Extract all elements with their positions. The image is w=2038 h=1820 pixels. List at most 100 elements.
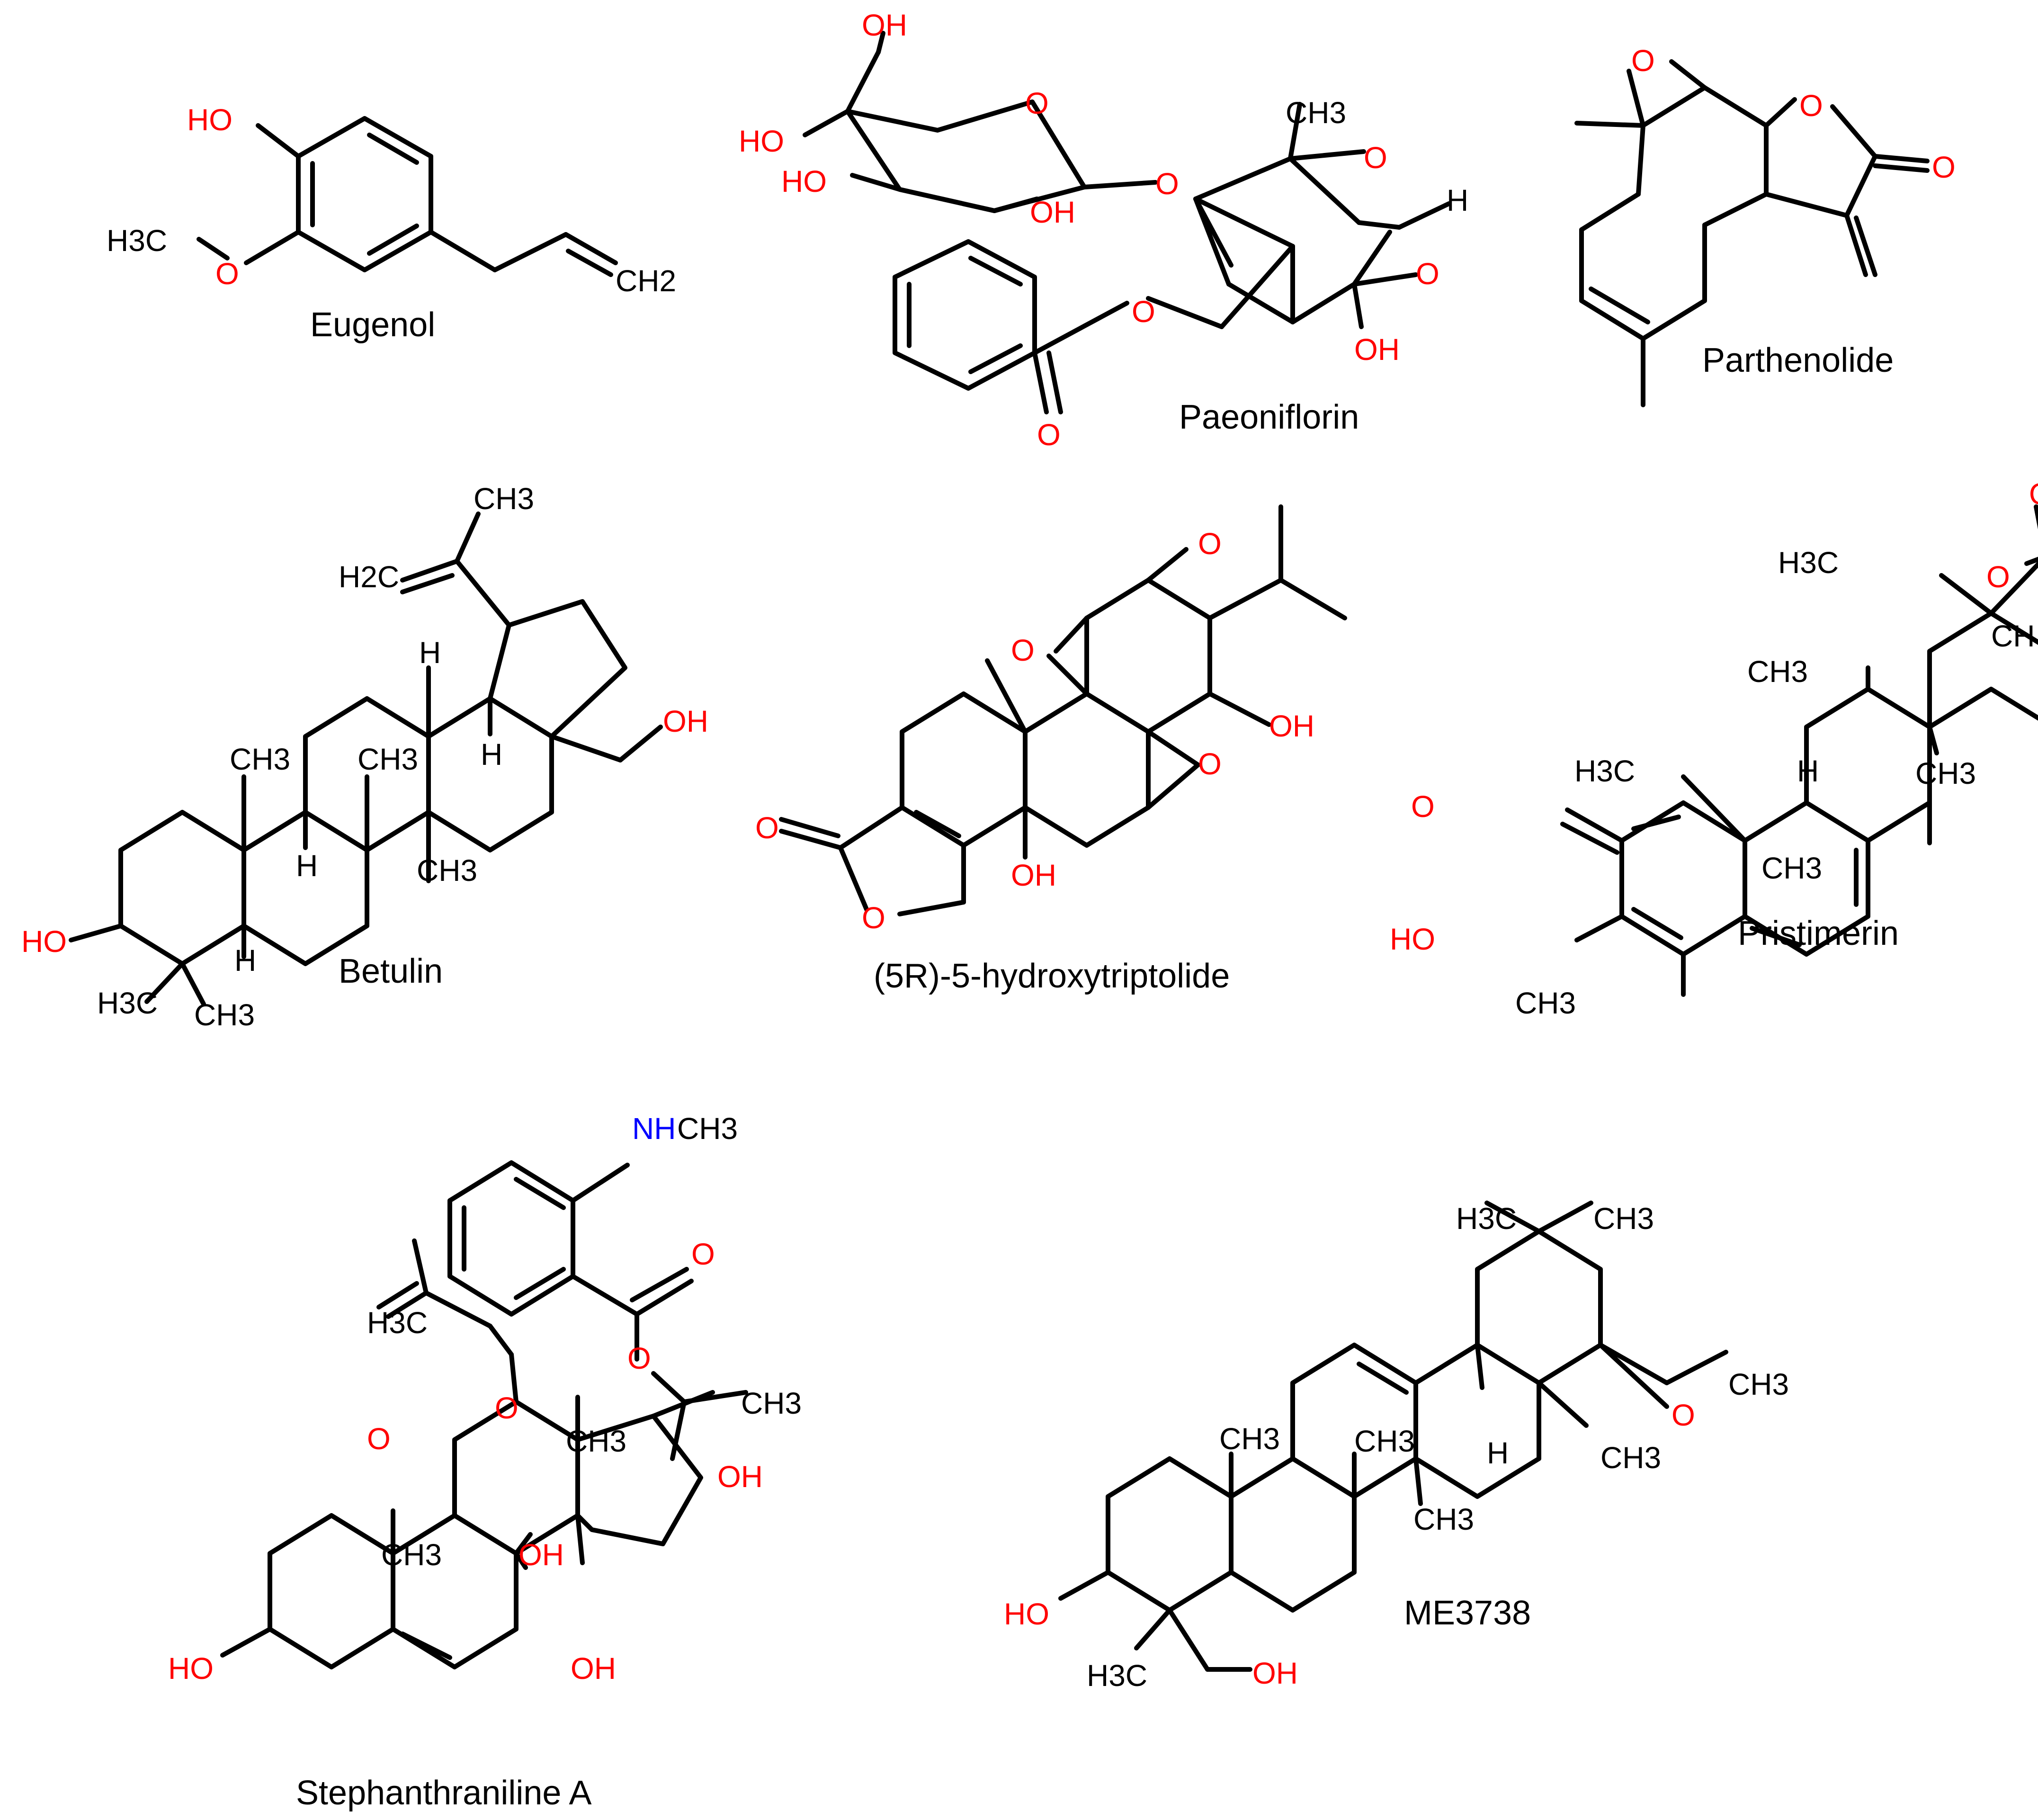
paeoniflorin-bonds <box>803 31 1451 414</box>
me3738-label-h3c-a: H3C <box>1456 1201 1517 1236</box>
parthenolide-label-o-epox: O <box>1631 44 1655 78</box>
me3738-label-h3c-b: H3C <box>1087 1659 1147 1693</box>
stephanthraniline-bonds <box>220 1160 748 1669</box>
pristimerin-name: Pristimerin <box>1738 914 1899 952</box>
paeoniflorin-label-o-carb: O <box>1037 418 1061 452</box>
betulin-structure: CH3 H2C H H OH CH3 CH3 CH3 H H HO H3C CH… <box>21 482 708 1032</box>
pristimerin-label-ch: CH <box>1991 619 2035 653</box>
hydroxytriptolide-label-oh-b: OH <box>1011 858 1056 892</box>
hydroxytriptolide-label-o-right: O <box>1198 747 1222 781</box>
me3738-label-ch3-d: CH3 <box>1600 1441 1661 1475</box>
betulin-label-h-c: H <box>296 849 318 883</box>
stephanthraniline-label-ch3-a: CH3 <box>741 1386 802 1420</box>
paeoniflorin-label-o-link: O <box>1155 167 1179 201</box>
eugenol-label-ch2: CH2 <box>616 264 676 298</box>
paeoniflorin-name: Paeoniflorin <box>1179 398 1359 436</box>
pristimerin-label-ch3-d: CH3 <box>1515 986 1576 1020</box>
pristimerin-label-ch3-b: CH3 <box>1915 756 1976 790</box>
paeoniflorin-label-h: H <box>1447 183 1468 217</box>
betulin-label-ch3-b: CH3 <box>358 742 418 776</box>
betulin-label-h3c: H3C <box>97 986 158 1020</box>
hydroxytriptolide-label-o-ring: O <box>862 901 885 935</box>
pristimerin-label-o-ester: O <box>1986 560 2010 594</box>
pristimerin-label-ho: HO <box>1390 922 1435 956</box>
betulin-label-ch3-c: CH3 <box>417 853 477 888</box>
stephanthraniline-label-nh: NH <box>632 1112 676 1146</box>
eugenol-label-h3c: H3C <box>107 224 167 258</box>
parthenolide-label-o-carb: O <box>1932 150 1956 184</box>
betulin-label-ch3-top: CH3 <box>474 482 534 516</box>
paeoniflorin-label-ho-a: HO <box>739 124 784 158</box>
pristimerin-label-h3c-a: H3C <box>1778 546 1839 580</box>
hydroxytriptolide-label-o-left: O <box>1011 633 1035 667</box>
betulin-label-ch3-a: CH3 <box>230 742 290 776</box>
paeoniflorin-label-ho-b: HO <box>781 164 827 198</box>
paeoniflorin-label-oh-d: OH <box>1354 332 1400 367</box>
paeoniflorin-structure: OH HO HO OH O O CH3 O H O OH O O Paeonif… <box>739 8 1468 452</box>
hydroxytriptolide-name: (5R)-5-hydroxytriptolide <box>874 957 1230 995</box>
paeoniflorin-label-oh-c: OH <box>1030 195 1075 229</box>
me3738-label-h: H <box>1487 1436 1509 1470</box>
betulin-label-ch3-d: CH3 <box>194 998 255 1032</box>
paeoniflorin-label-ch3: CH3 <box>1286 96 1346 130</box>
stephanthraniline-label-ch3-n: CH3 <box>677 1112 738 1146</box>
stephanthraniline-label-o-ester: O <box>627 1341 651 1375</box>
betulin-label-h-b: H <box>481 737 502 771</box>
parthenolide-structure: O O O Parthenolide <box>1574 44 1956 407</box>
hydroxytriptolide-structure: O O OH O O OH O (5R)-5-hydroxytriptolide <box>755 504 1347 995</box>
pristimerin-label-o-ketone: O <box>1411 789 1435 824</box>
stephanthraniline-name: Stephanthraniline A <box>296 1774 591 1812</box>
stephanthraniline-label-oh-c: OH <box>571 1651 616 1686</box>
me3738-structure: H3C CH3 O CH3 CH3 CH3 H CH3 CH3 HO H3C O… <box>1004 1201 1789 1693</box>
me3738-label-ch3-e: CH3 <box>1413 1502 1474 1536</box>
pristimerin-label-h: H <box>1797 754 1819 788</box>
eugenol-label-ho: HO <box>187 103 232 137</box>
pristimerin-structure: O O CH H3C CH3 H3C H CH3 O CH3 HO CH3 Pr… <box>1390 477 2038 1020</box>
paeoniflorin-label-o-b2: O <box>1416 257 1439 291</box>
me3738-label-o-meo: O <box>1672 1398 1695 1432</box>
betulin-label-h-a: H <box>419 636 441 670</box>
eugenol-name: Eugenol <box>310 306 435 344</box>
pristimerin-label-ch3-c: CH3 <box>1761 851 1822 885</box>
stephanthraniline-label-o-ac: O <box>367 1422 391 1456</box>
betulin-label-ho: HO <box>21 924 67 959</box>
paeoniflorin-label-o-ring: O <box>1025 86 1049 120</box>
eugenol-structure: HO H3C O CH2 Eugenol <box>107 103 676 344</box>
paeoniflorin-label-oh-top: OH <box>862 8 907 42</box>
me3738-label-ch3-a: CH3 <box>1593 1201 1654 1236</box>
pristimerin-label-h3c-b: H3C <box>1574 754 1635 788</box>
paeoniflorin-label-o-epox: O <box>1364 141 1387 175</box>
stephanthraniline-label-ch3-b: CH3 <box>566 1424 626 1458</box>
me3738-label-ch3-c: CH3 <box>1354 1424 1415 1458</box>
stephanthraniline-label-oh-a: OH <box>717 1460 763 1494</box>
parthenolide-bonds <box>1574 59 1930 407</box>
betulin-label-h-d: H <box>234 943 256 977</box>
eugenol-bonds <box>197 116 618 277</box>
betulin-name: Betulin <box>339 952 443 990</box>
stephanthraniline-label-oh-b: OH <box>518 1538 564 1572</box>
pristimerin-bonds <box>1560 504 2038 997</box>
parthenolide-name: Parthenolide <box>1702 341 1894 379</box>
stephanthraniline-structure: NH CH3 O O CH3 H3C O O CH3 OH CH3 OH OH … <box>168 1112 802 1812</box>
pristimerin-label-ch3-a: CH3 <box>1747 654 1808 689</box>
paeoniflorin-label-o-ester: O <box>1132 295 1155 329</box>
hydroxytriptolide-label-o-top: O <box>1198 527 1222 561</box>
hydroxytriptolide-label-o-carb: O <box>755 811 779 845</box>
me3738-label-ho: HO <box>1004 1597 1049 1631</box>
me3738-bonds <box>1058 1201 1728 1672</box>
me3738-label-oh: OH <box>1252 1656 1298 1690</box>
betulin-label-oh: OH <box>663 704 708 738</box>
pristimerin-label-o-carb: O <box>2029 477 2038 511</box>
stephanthraniline-label-o-carb: O <box>691 1237 715 1271</box>
me3738-label-ch3-meo: CH3 <box>1728 1367 1789 1401</box>
me3738-name: ME3738 <box>1404 1594 1531 1632</box>
stephanthraniline-label-ho: HO <box>168 1651 214 1686</box>
stephanthraniline-label-ch3-c: CH3 <box>381 1538 442 1572</box>
hydroxytriptolide-bonds <box>779 504 1347 916</box>
parthenolide-label-o-lac: O <box>1799 89 1823 123</box>
eugenol-label-o: O <box>215 257 239 291</box>
betulin-bonds <box>69 511 663 1006</box>
stephanthraniline-label-h3c: H3C <box>367 1306 428 1340</box>
me3738-label-ch3-b: CH3 <box>1219 1422 1280 1456</box>
